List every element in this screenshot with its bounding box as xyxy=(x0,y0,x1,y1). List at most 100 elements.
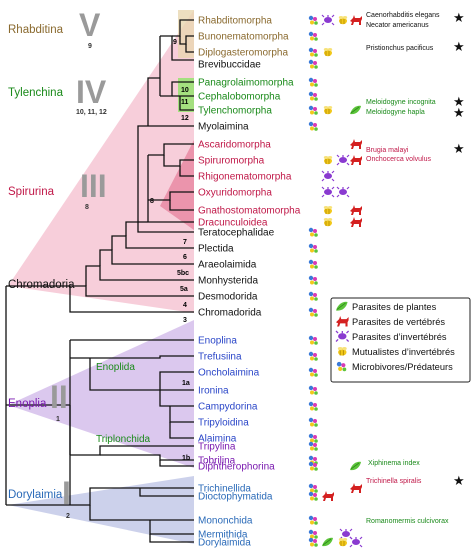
node-1b: 1b xyxy=(182,455,190,462)
insect-icon xyxy=(321,170,335,182)
genome-stars: ★ ★ ★ ★ ★ ★ xyxy=(453,10,465,488)
taxon-oncholaimina: Oncholaimina xyxy=(198,368,260,379)
insect-icon xyxy=(339,528,353,540)
microbe-icon xyxy=(308,367,318,377)
wolf-icon xyxy=(336,316,349,327)
br-tripylina xyxy=(70,445,194,456)
taxon-alaimina: Alaimina xyxy=(198,434,237,445)
taxon-tripyloidina: Tripyloidina xyxy=(198,418,249,429)
taxon-panagrolaimomorpha: Panagrolaimomorpha xyxy=(198,78,294,89)
br-campydorina xyxy=(159,390,194,407)
br-trichinellida xyxy=(70,487,194,506)
br-rhabditomorpha xyxy=(172,19,194,37)
bee-icon xyxy=(323,206,333,215)
br-alaimina xyxy=(169,422,194,439)
species-ppacificus: Pristionchus pacificus xyxy=(366,45,434,52)
roman-iv: IV xyxy=(76,74,107,110)
taxon-spiruromorpha: Spiruromorpha xyxy=(198,156,265,167)
roman-i-sub: 2 xyxy=(66,513,70,520)
microbe-icon xyxy=(308,77,318,87)
br-mononchida xyxy=(89,505,194,521)
taxon-diplogasteromorpha: Diplogasteromorpha xyxy=(198,48,288,59)
species-mincognita: Meloidogyne incognita xyxy=(366,99,436,106)
microbe-icon xyxy=(308,121,318,131)
microbe-icon xyxy=(308,243,318,253)
taxon-tripylina: Tripylina xyxy=(198,442,236,453)
br-panagrolaimomorpha xyxy=(160,81,194,97)
microbe-icon xyxy=(308,417,318,427)
microbe-icon xyxy=(308,59,318,69)
clade-spirurina: Spirurina xyxy=(8,186,55,198)
clade-enoplida: Enoplida xyxy=(96,362,135,373)
bee-icon xyxy=(338,16,348,25)
enoplia-shade xyxy=(8,320,194,468)
microbe-icon xyxy=(308,385,318,395)
roman-iii-sub: 8 xyxy=(85,204,89,211)
roman-iii: III xyxy=(80,168,107,204)
taxon-mononchida: Mononchida xyxy=(198,516,253,527)
br-chromadorida xyxy=(69,286,194,313)
microbe-icon xyxy=(336,361,347,372)
node-3: 3 xyxy=(183,317,187,324)
taxon-myolaimina: Myolaimina xyxy=(198,122,249,133)
wolf-icon xyxy=(350,483,362,493)
taxon-ascaridomorpha: Ascaridomorpha xyxy=(198,140,271,151)
species-labels: Caenorhabditis elegans Necator americanu… xyxy=(366,12,449,525)
microbe-icon xyxy=(308,15,318,25)
tylenchina-box xyxy=(178,78,194,112)
taxon-diphtherophorina: Diphtherophorina xyxy=(198,462,275,473)
wolf-icon xyxy=(322,491,334,501)
legend-box xyxy=(330,297,471,383)
wolf-icon xyxy=(350,139,362,149)
insect-icon xyxy=(335,330,350,342)
leaf-icon xyxy=(322,537,333,547)
microbe-icon xyxy=(308,307,318,317)
node-5a: 5a xyxy=(180,286,188,293)
legend-label: Microbivores/Prédateurs xyxy=(352,362,453,372)
microbe-icon xyxy=(308,491,318,501)
taxon-desmodorida: Desmodorida xyxy=(198,292,258,303)
clade-rhabditina: Rhabditina xyxy=(8,24,64,36)
taxon-dracunculoidea: Dracunculoidea xyxy=(198,218,268,229)
microbe-icon xyxy=(308,31,318,41)
species-mhapla: Meloidogyne hapla xyxy=(366,109,425,116)
species-namericanus: Necator americanus xyxy=(366,22,429,29)
br-dorylaimida xyxy=(149,534,194,543)
br-gnathostomatomorpha xyxy=(169,200,194,211)
star-celegans: ★ xyxy=(453,10,465,25)
taxon-teratocephalidae: Teratocephalidae xyxy=(198,228,275,239)
rhabditina-box xyxy=(178,10,194,58)
clade-triplonchida: Triplonchida xyxy=(96,434,151,445)
bee-icon xyxy=(323,48,333,57)
insect-icon xyxy=(321,14,335,26)
taxon-trefusiina: Trefusiina xyxy=(198,352,242,363)
chromadoria-shade xyxy=(8,10,194,313)
bee-icon xyxy=(323,156,333,165)
species-tspiralis: Trichinella spiralis xyxy=(366,478,422,485)
taxon-trichinellida: Trichinellida xyxy=(198,484,251,495)
species-ovolvulus: Onchocerca volvulus xyxy=(366,156,431,163)
lifestyle-icons xyxy=(308,14,363,548)
taxon-chromadorida: Chromadorida xyxy=(198,308,262,319)
br-rhab-stem xyxy=(147,77,160,126)
insect-icon xyxy=(321,186,335,198)
leaf-icon xyxy=(350,105,361,115)
insect-icon xyxy=(349,536,363,548)
legend-label: Parasites de plantes xyxy=(352,302,437,312)
microbe-icon xyxy=(308,351,318,361)
br-rhigonematomorpha xyxy=(179,166,194,177)
br-dioctophymatida xyxy=(139,488,194,497)
microbe-icon xyxy=(308,529,318,539)
clade-dorylaimia: Dorylaimia xyxy=(8,489,63,501)
node-6: 6 xyxy=(183,254,187,261)
microbe-icon xyxy=(308,461,318,471)
wolf-icon xyxy=(350,15,362,25)
node-5bc: 5bc xyxy=(177,270,189,277)
microbe-icon xyxy=(308,483,318,493)
taxon-mermithida: Mermithida xyxy=(198,530,248,541)
clade-chromadoria: Chromadoria xyxy=(8,279,75,291)
node-9: 9 xyxy=(173,39,177,46)
